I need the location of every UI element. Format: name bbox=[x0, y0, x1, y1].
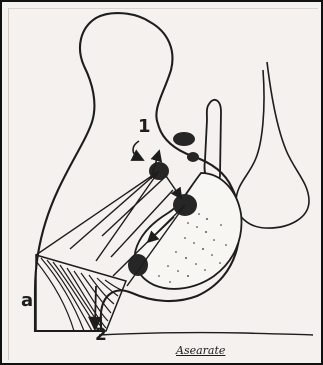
arrow-2 bbox=[95, 286, 96, 324]
arrow-label-2: 2 bbox=[95, 325, 107, 345]
right-loop-outline bbox=[236, 62, 309, 228]
panel-label: a bbox=[21, 290, 33, 311]
outer-tissue-outline bbox=[35, 13, 240, 331]
arrow-label-1: 1 bbox=[138, 116, 151, 137]
arrow-to-second-node bbox=[166, 176, 179, 195]
baseline bbox=[99, 333, 313, 335]
arrow-1-curve bbox=[133, 141, 139, 158]
caption-label: Asearate bbox=[176, 344, 225, 357]
